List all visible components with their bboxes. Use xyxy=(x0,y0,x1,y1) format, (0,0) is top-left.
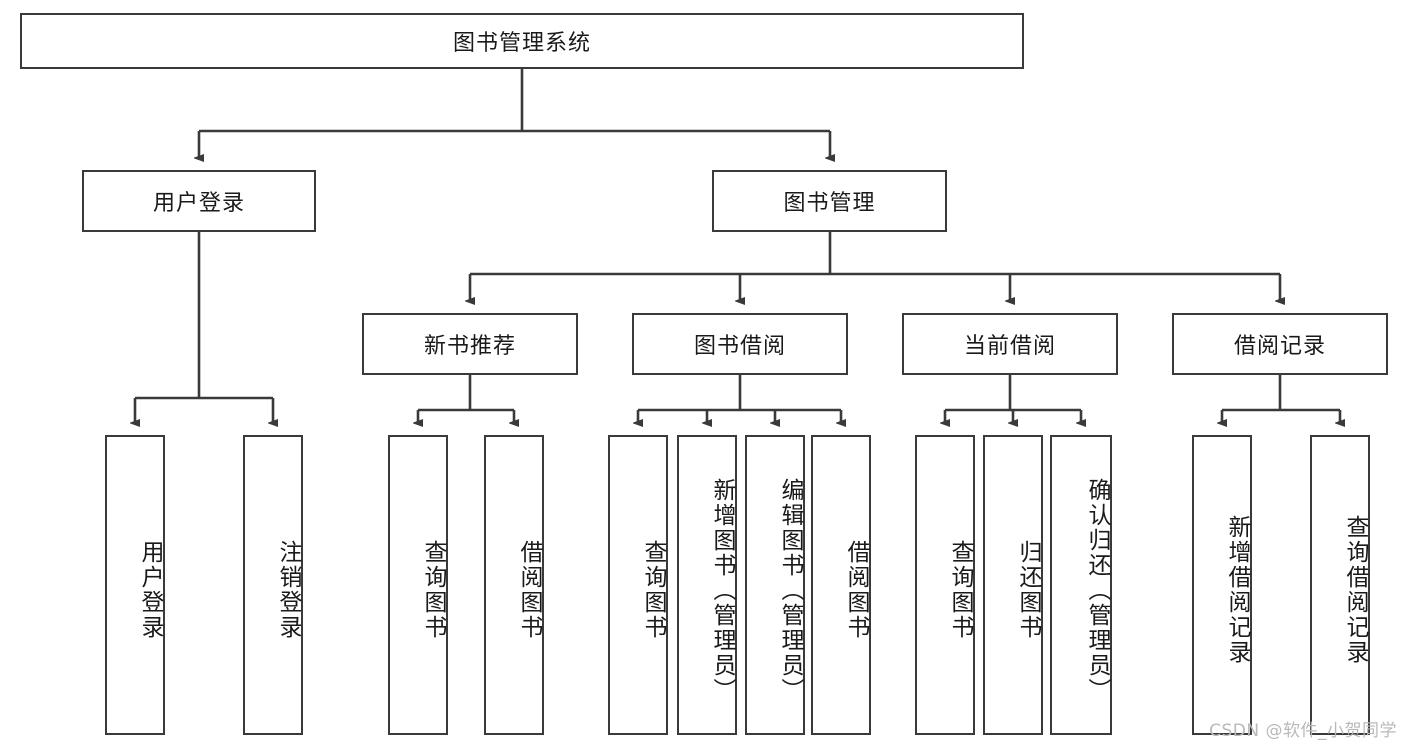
node-leaf-user-login-label: 用户登录 xyxy=(137,540,163,640)
node-book-manage[interactable]: 图书管理 xyxy=(712,170,947,232)
node-leaf-query-book-2[interactable]: 查询图书 xyxy=(608,435,668,735)
node-leaf-add-book[interactable]: 新增图书（管理员） xyxy=(677,435,737,735)
node-new-book-recommend-label: 新书推荐 xyxy=(423,334,516,359)
node-leaf-borrow-book-1[interactable]: 借阅图书 xyxy=(484,435,544,735)
node-leaf-query-record[interactable]: 查询借阅记录 xyxy=(1310,435,1370,735)
watermark: CSDN @软件_小贺同学 xyxy=(1209,721,1397,741)
node-leaf-return-book[interactable]: 归还图书 xyxy=(983,435,1043,735)
node-leaf-query-book-3[interactable]: 查询图书 xyxy=(915,435,975,735)
node-current-borrow[interactable]: 当前借阅 xyxy=(902,313,1118,375)
node-leaf-query-book-1-label: 查询图书 xyxy=(420,540,446,640)
node-leaf-query-book-3-label: 查询图书 xyxy=(947,540,973,640)
node-book-borrow-label: 图书借阅 xyxy=(693,334,786,359)
node-leaf-borrow-book-2[interactable]: 借阅图书 xyxy=(811,435,871,735)
node-root[interactable]: 图书管理系统 xyxy=(20,13,1024,69)
node-new-book-recommend[interactable]: 新书推荐 xyxy=(362,313,578,375)
node-book-manage-label: 图书管理 xyxy=(783,191,876,216)
node-leaf-query-book-2-label: 查询图书 xyxy=(640,540,666,640)
node-user-login-label: 用户登录 xyxy=(152,191,245,216)
node-book-borrow[interactable]: 图书借阅 xyxy=(632,313,848,375)
node-leaf-borrow-book-1-label: 借阅图书 xyxy=(516,540,542,640)
node-leaf-query-record-label: 查询借阅记录 xyxy=(1342,515,1368,665)
node-leaf-edit-book[interactable]: 编辑图书（管理员） xyxy=(745,435,805,735)
node-leaf-add-book-label: 新增图书（管理员） xyxy=(709,477,735,703)
node-borrow-record-label: 借阅记录 xyxy=(1233,334,1326,359)
node-leaf-borrow-book-2-label: 借阅图书 xyxy=(843,540,869,640)
node-leaf-user-logout[interactable]: 注销登录 xyxy=(243,435,303,735)
node-leaf-query-book-1[interactable]: 查询图书 xyxy=(388,435,448,735)
node-leaf-edit-book-label: 编辑图书（管理员） xyxy=(777,477,803,703)
node-leaf-add-record-label: 新增借阅记录 xyxy=(1224,515,1250,665)
node-leaf-user-login[interactable]: 用户登录 xyxy=(105,435,165,735)
node-leaf-user-logout-label: 注销登录 xyxy=(275,540,301,640)
node-leaf-confirm-return[interactable]: 确认归还（管理员） xyxy=(1050,435,1112,735)
node-borrow-record[interactable]: 借阅记录 xyxy=(1172,313,1388,375)
node-current-borrow-label: 当前借阅 xyxy=(963,334,1056,359)
node-leaf-add-record[interactable]: 新增借阅记录 xyxy=(1192,435,1252,735)
node-root-label: 图书管理系统 xyxy=(452,31,591,56)
node-user-login[interactable]: 用户登录 xyxy=(82,170,316,232)
node-leaf-confirm-return-label: 确认归还（管理员） xyxy=(1084,477,1110,703)
node-leaf-return-book-label: 归还图书 xyxy=(1015,540,1041,640)
